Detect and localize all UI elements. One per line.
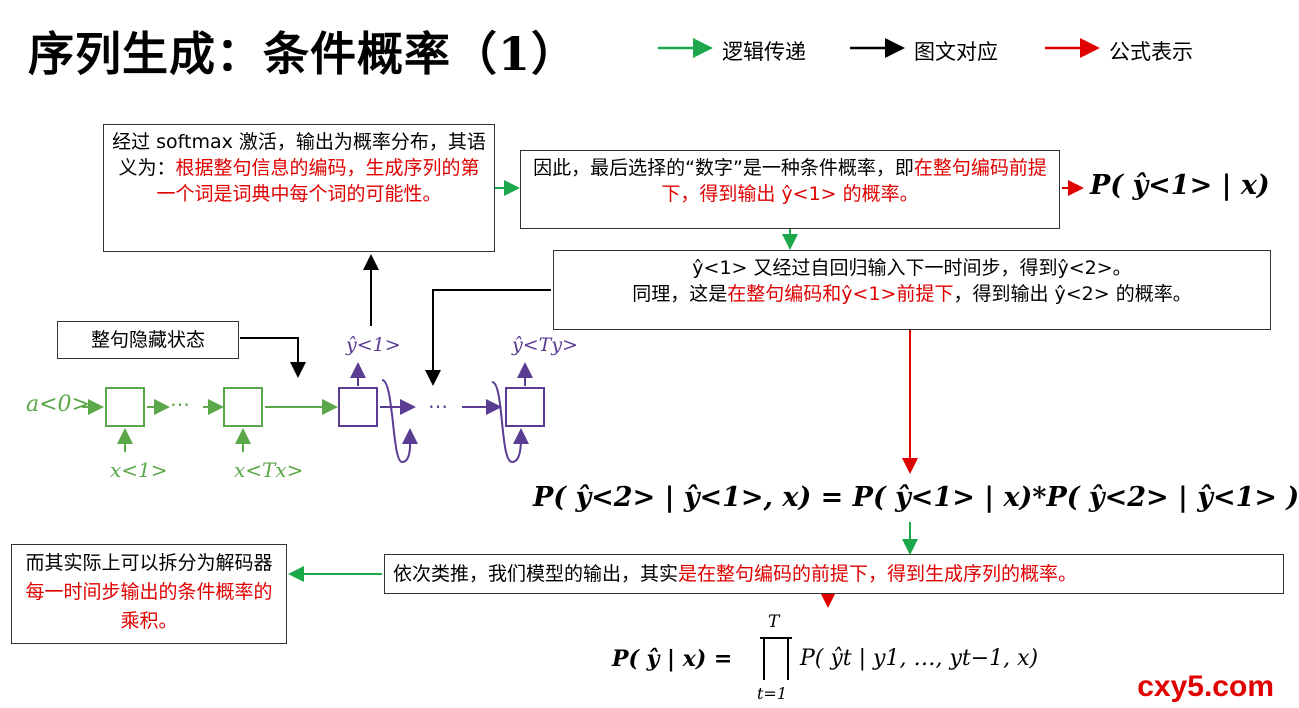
sequence-probability-note: 依次类推，我们模型的输出，其实是在整句编码的前提下，得到生成序列的概率。 xyxy=(384,554,1284,594)
yty-label: ŷ<Ty> xyxy=(512,334,578,356)
product-upper-limit: T xyxy=(768,612,780,632)
decoder-feedback-2 xyxy=(491,381,530,464)
arrow-step-to-feedback xyxy=(425,289,551,386)
decompose-text: 而其实际上可以拆分为解码器 xyxy=(25,552,273,574)
decompose-highlight: 每一时间步输出的条件概率的乘积。 xyxy=(25,581,273,632)
encoder-dots: ⋯ xyxy=(170,392,190,416)
product-lower-limit: t=1 xyxy=(757,684,788,703)
step-line-2-a: 同理，这是 xyxy=(632,283,728,305)
step-line-2-b: ，得到输出 ŷ<2> 的概率。 xyxy=(953,283,1192,305)
y1-label: ŷ<1> xyxy=(346,334,401,356)
infer-text: 依次类推，我们模型的输出，其实 xyxy=(393,563,679,585)
encoder-cell-2 xyxy=(223,387,263,427)
autoregressive-note: ŷ<1> 又经过自回归输入下一时间步，得到ŷ<2>。 同理，这是在整句编码和ŷ<… xyxy=(553,250,1271,330)
a0-label: a<0> xyxy=(26,392,90,417)
step-line-2-highlight: 在整句编码和ŷ<1>前提下 xyxy=(727,283,954,305)
softmax-note-text: 经过 softmax 激活，输出为概率分布，其语义为： xyxy=(112,131,486,179)
softmax-note-highlight: 根据整句信息的编码，生成序列的第一个词是词典中每个词的可能性。 xyxy=(156,157,480,205)
decoder-feedback-1 xyxy=(381,379,419,464)
formula-p1: P( ŷ<1> | x) xyxy=(1090,170,1270,201)
step-line-1: ŷ<1> 又经过自回归输入下一时间步，得到ŷ<2>。 xyxy=(692,257,1132,279)
product-symbol xyxy=(760,637,792,680)
hidden-state-label: 整句隐藏状态 xyxy=(57,321,239,359)
encoder-cell-1 xyxy=(105,387,145,427)
arrow-hidden-to-state xyxy=(240,337,306,378)
decoder-dots: ⋯ xyxy=(428,394,448,418)
softmax-note: 经过 softmax 激活，输出为概率分布，其语义为：根据整句信息的编码，生成序… xyxy=(103,124,495,252)
decoder-cell-1 xyxy=(338,387,378,427)
legend-mapping-label: 图文对应 xyxy=(914,40,998,64)
infer-highlight: 是在整句编码的前提下，得到生成序列的概率。 xyxy=(678,563,1078,585)
legend-logic-label: 逻辑传递 xyxy=(722,40,806,64)
product-lhs: P( ŷ | x) = xyxy=(612,646,733,672)
formula-chain: P( ŷ<2> | ŷ<1>, x) = P( ŷ<1> | x)*P( ŷ<2… xyxy=(533,482,1299,513)
page-title: 序列生成：条件概率（1） xyxy=(28,27,579,81)
therefore-highlight: 在整句编码前提下，得到输出 ŷ<1> 的概率。 xyxy=(661,157,1047,205)
decomposition-note: 而其实际上可以拆分为解码器每一时间步输出的条件概率的乘积。 xyxy=(11,544,287,644)
watermark: cxy5.com xyxy=(1137,670,1274,703)
legend-formula-label: 公式表示 xyxy=(1109,40,1193,64)
product-rhs: P( ŷt | y1, …, yt−1, x) xyxy=(800,646,1039,671)
decoder-cell-2 xyxy=(505,387,545,427)
conditional-probability-note: 因此，最后选择的“数字”是一种条件概率，即在整句编码前提下，得到输出 ŷ<1> … xyxy=(520,150,1060,229)
xtx-label: x<Tx> xyxy=(234,458,304,482)
step-line-2: 同理，这是在整句编码和ŷ<1>前提下，得到输出 ŷ<2> 的概率。 xyxy=(562,281,1262,307)
therefore-text: 因此，最后选择的“数字”是一种条件概率，即 xyxy=(533,157,914,179)
x1-label: x<1> xyxy=(110,458,168,482)
